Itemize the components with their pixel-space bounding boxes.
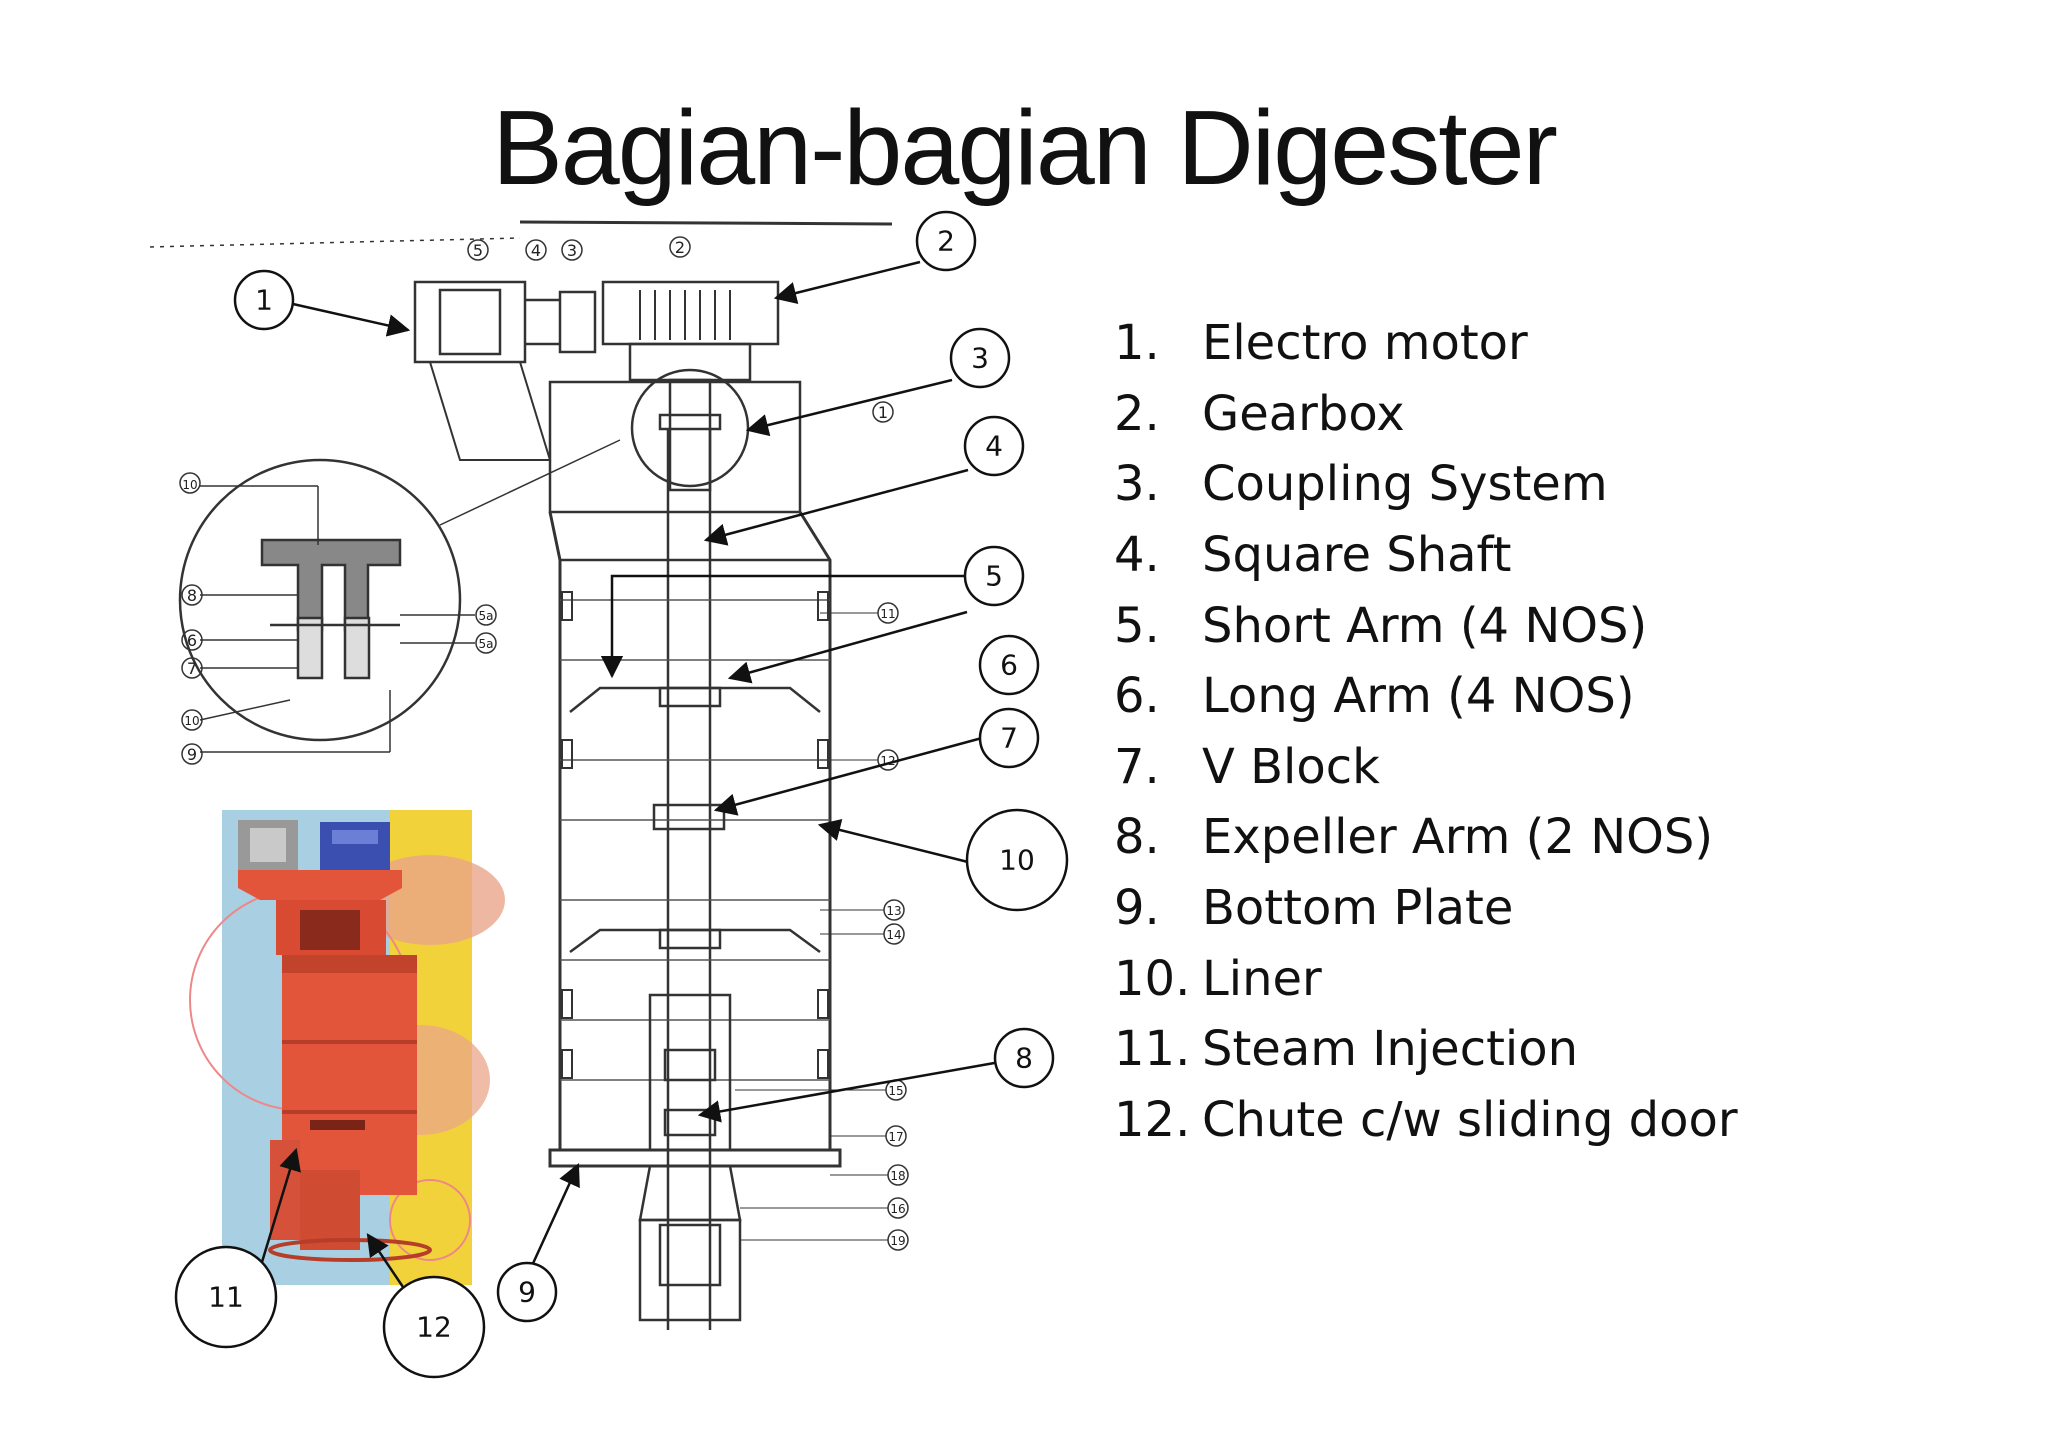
legend-label: Short Arm (4 NOS) <box>1202 597 1648 654</box>
drawing-mark: 11 <box>880 607 895 621</box>
callout-number: 7 <box>1000 722 1018 755</box>
callout-number: 9 <box>518 1276 536 1309</box>
legend-number: 7. <box>1114 738 1160 795</box>
drawing-mark: 18 <box>890 1169 905 1183</box>
legend-label: Steam Injection <box>1202 1021 1579 1078</box>
legend-item: 11.Steam Injection <box>1114 1014 1738 1085</box>
callout-circle-7 <box>978 707 1040 769</box>
drawing-mark: 5a <box>479 609 494 623</box>
legend-item: 1. Electro motor <box>1114 308 1738 379</box>
drawing-mark: 8 <box>187 586 197 605</box>
legend-item: 3. Coupling System <box>1114 449 1738 520</box>
drawing-mark: 4 <box>531 241 541 260</box>
callout-circle-5 <box>963 545 1025 607</box>
legend-number: 8. <box>1114 809 1160 866</box>
legend-number: 6. <box>1114 668 1160 725</box>
drawing-mark: 6 <box>187 631 197 650</box>
callout-number: 6 <box>1000 649 1018 682</box>
callout-number: 3 <box>971 342 989 375</box>
legend-number: 5. <box>1114 597 1160 654</box>
callout-number: 10 <box>999 844 1035 877</box>
legend-item: 8. Expeller Arm (2 NOS) <box>1114 802 1738 873</box>
legend-number: 3. <box>1114 456 1160 513</box>
drawing-mark: 10 <box>182 478 197 492</box>
callout-number: 2 <box>937 225 955 258</box>
legend-number: 10. <box>1114 950 1191 1007</box>
callout-circle-12 <box>382 1275 486 1379</box>
callout-circle-1 <box>233 269 295 331</box>
drawing-mark: 5a <box>479 637 494 651</box>
legend-number: 11. <box>1114 1021 1191 1078</box>
legend-label: Long Arm (4 NOS) <box>1202 668 1635 725</box>
drawing-mark: 19 <box>890 1234 905 1248</box>
drawing-mark: 13 <box>886 904 901 918</box>
legend-item: 4. Square Shaft <box>1114 520 1738 591</box>
gearbox-outline <box>601 280 780 346</box>
coupling-detail <box>178 439 621 753</box>
legend-number: 4. <box>1114 527 1160 584</box>
callout-arrows <box>260 260 1001 1291</box>
callout-number: 4 <box>985 430 1003 463</box>
callout-circle-2 <box>915 210 977 272</box>
legend-item: 10.Liner <box>1114 943 1738 1014</box>
callout-number: 8 <box>1015 1042 1033 1075</box>
drawing-mark: 3 <box>567 241 577 260</box>
drawing-mark: 5 <box>473 241 483 260</box>
page-title: Bagian-bagian Digester <box>492 89 1558 207</box>
callout-circle-6 <box>978 634 1040 696</box>
legend-number: 12. <box>1114 1091 1191 1148</box>
callout-circle-11 <box>174 1245 278 1349</box>
legend-label: Gearbox <box>1202 385 1405 442</box>
callout-circle-3 <box>949 327 1011 389</box>
callout-number: 5 <box>985 560 1003 593</box>
drawing-mark: 16 <box>890 1202 905 1216</box>
callout-circle-9 <box>496 1261 558 1323</box>
legend-label: Chute c/w sliding door <box>1202 1091 1738 1148</box>
drawing-mark: 10 <box>184 714 199 728</box>
legend-label: Coupling System <box>1202 456 1608 513</box>
legend-label: Square Shaft <box>1202 527 1512 584</box>
legend-number: 1. <box>1114 315 1160 372</box>
drawing-mark: 9 <box>187 745 197 764</box>
legend-label: Liner <box>1202 950 1322 1007</box>
drawing-mark: 15 <box>888 1084 903 1098</box>
drawing-reference-marks <box>179 236 909 1251</box>
callout-circle-10 <box>965 808 1069 912</box>
parts-legend: 1. Electro motor 2. Gearbox 3. Coupling Sys… <box>1114 308 1738 1155</box>
legend-item: 2. Gearbox <box>1114 379 1738 450</box>
technical-drawing <box>149 220 893 1330</box>
callout-circles <box>174 210 1069 1379</box>
legend-label: V Block <box>1202 738 1380 795</box>
callout-circle-8 <box>993 1027 1055 1089</box>
legend-label: Expeller Arm (2 NOS) <box>1202 809 1714 866</box>
drawing-mark: 1 <box>878 403 888 422</box>
legend-number: 9. <box>1114 880 1160 937</box>
callout-circle-4 <box>963 415 1025 477</box>
drawing-mark: 17 <box>888 1130 903 1144</box>
legend-item: 9. Bottom Plate <box>1114 873 1738 944</box>
digester-photo <box>189 810 505 1285</box>
legend-label: Electro motor <box>1202 315 1528 372</box>
legend-item: 5. Short Arm (4 NOS) <box>1114 590 1738 661</box>
drawing-mark: 14 <box>886 928 901 942</box>
legend-item: 12.Chute c/w sliding door <box>1114 1085 1738 1156</box>
legend-number: 2. <box>1114 385 1160 442</box>
legend-item: 7. V Block <box>1114 732 1738 803</box>
drawing-mark: 2 <box>675 238 685 257</box>
legend-item: 6. Long Arm (4 NOS) <box>1114 661 1738 732</box>
callout-number: 11 <box>208 1281 244 1314</box>
legend-label: Bottom Plate <box>1202 880 1514 937</box>
drawing-mark: 7 <box>187 659 197 678</box>
callout-number: 12 <box>416 1311 452 1344</box>
motor-outline <box>413 280 527 364</box>
callout-number: 1 <box>255 284 273 317</box>
